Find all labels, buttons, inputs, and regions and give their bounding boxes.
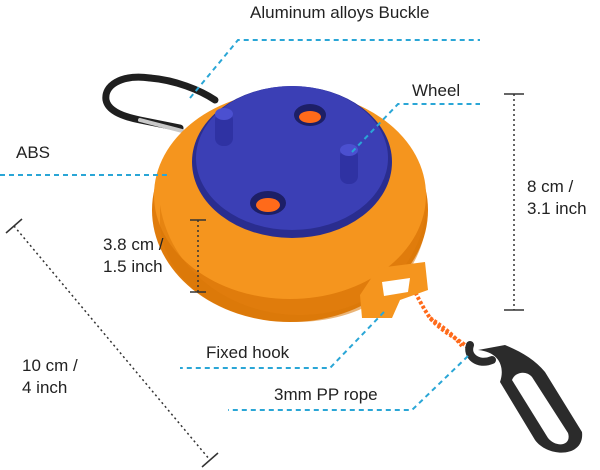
callout-line-wheel [351, 103, 480, 153]
label-fixed-hook: Fixed hook [206, 343, 290, 362]
label-diameter-in: 4 inch [22, 378, 68, 397]
label-depth-in: 1.5 inch [103, 257, 163, 276]
rope-hook [465, 341, 583, 453]
label-depth: 3.8 cm / 1.5 inch [103, 234, 163, 278]
dimension-lines [5, 93, 524, 468]
label-height-cm: 8 cm / [527, 177, 574, 196]
reel-body [152, 86, 428, 322]
dimension-diameter-line [13, 225, 211, 461]
label-wheel: Wheel [412, 81, 461, 100]
label-diameter: 10 cm / 4 inch [22, 355, 78, 399]
callout-line-rope [228, 355, 469, 411]
label-buckle: Aluminum alloys Buckle [250, 3, 430, 22]
callout-line-buckle [189, 39, 480, 99]
label-abs: ABS [16, 143, 51, 162]
carabiner [102, 73, 219, 134]
label-height: 8 cm / 3.1 inch [527, 176, 587, 220]
label-height-in: 3.1 inch [527, 199, 587, 218]
label-diameter-cm: 10 cm / [22, 356, 78, 375]
callout-lines [0, 39, 480, 411]
label-rope: 3mm PP rope [274, 385, 378, 404]
label-depth-cm: 3.8 cm / [103, 235, 164, 254]
